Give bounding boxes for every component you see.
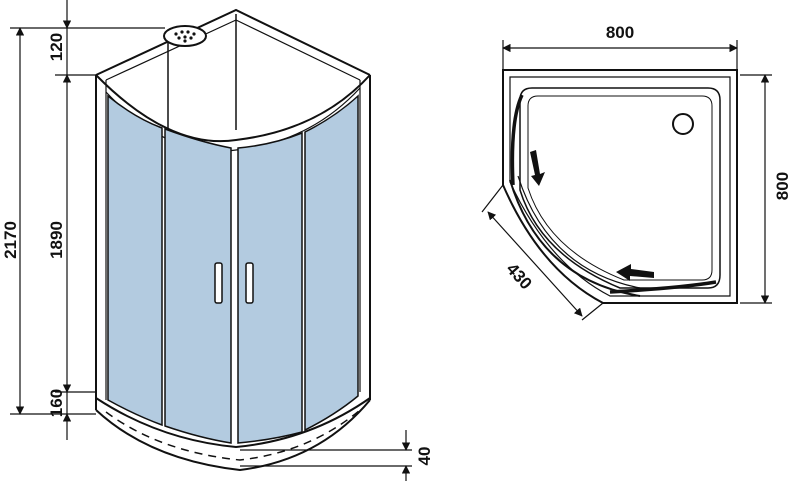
glass-panel-left-door <box>164 127 232 444</box>
door-handle-left <box>214 262 223 304</box>
drain-icon <box>672 113 694 135</box>
plan-dimensions <box>481 40 772 321</box>
dim-glass-height: 1890 <box>47 221 66 259</box>
dim-top-section: 120 <box>47 33 66 61</box>
shower-head-icon <box>163 25 207 130</box>
dim-depth: 800 <box>773 172 790 200</box>
tray-front <box>95 399 371 472</box>
sliding-door-left <box>510 94 524 186</box>
back-wall-outline <box>95 8 371 76</box>
tray-basin-inner <box>527 95 713 281</box>
front-view <box>95 8 371 472</box>
tray-top-edge <box>95 397 371 449</box>
height-dimensions <box>10 0 412 481</box>
dim-tray-drop: 40 <box>415 447 434 466</box>
top-rail <box>95 74 371 143</box>
back-wall-inner <box>105 19 361 81</box>
glass-panel-right-fixed <box>304 94 359 432</box>
dim-line-opening <box>487 211 583 317</box>
dim-door-opening: 430 <box>503 259 536 293</box>
sliding-door-bottom <box>609 280 717 294</box>
glass-panel-left-fixed <box>107 94 163 427</box>
tray-base-dashed <box>105 409 361 461</box>
door-handle-right <box>245 262 254 304</box>
dim-tray-height: 160 <box>47 389 66 417</box>
arrow-icon <box>530 150 654 281</box>
tray-inner-edge <box>509 76 731 297</box>
dim-width: 800 <box>606 23 634 42</box>
dim-total-height: 2170 <box>1 221 20 259</box>
